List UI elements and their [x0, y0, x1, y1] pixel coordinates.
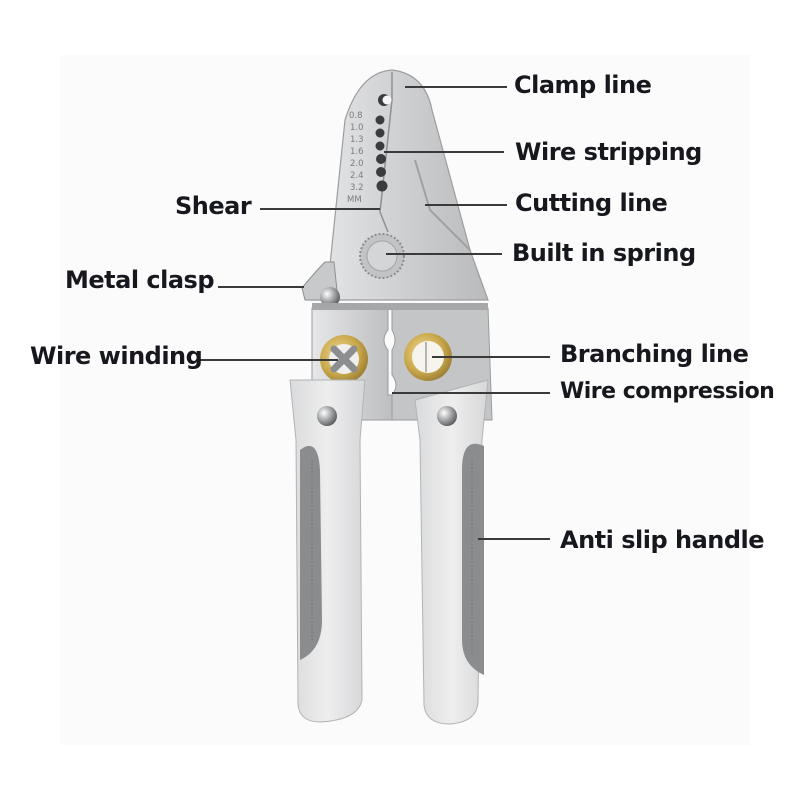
- leader-line-wire-compression: [392, 392, 550, 394]
- svg-text:2.4: 2.4: [350, 171, 364, 181]
- leader-line-cutting-line: [425, 204, 507, 206]
- leader-line-wire-winding: [198, 359, 338, 361]
- label-cutting-line: Cutting line: [515, 189, 668, 217]
- svg-text:1.0: 1.0: [350, 123, 364, 133]
- label-wire-winding: Wire winding: [30, 342, 203, 370]
- wire-winding-hole: [320, 335, 368, 383]
- left-handle: [289, 379, 366, 723]
- svg-text:0.8: 0.8: [349, 111, 363, 121]
- leader-line-shear: [260, 208, 380, 210]
- scale-markings: 0.8 1.0 1.3 1.6 2.0 2.4 3.2 MM: [347, 111, 364, 205]
- leader-line-branching-line: [432, 356, 550, 358]
- branching-hole: [404, 333, 452, 381]
- label-wire-stripping: Wire stripping: [515, 138, 702, 166]
- jaw-head: 0.8 1.0 1.3 1.6 2.0 2.4 3.2 MM: [301, 69, 489, 307]
- svg-text:3.2: 3.2: [350, 183, 364, 193]
- label-metal-clasp: Metal clasp: [65, 266, 215, 294]
- label-wire-compression: Wire compression: [560, 379, 775, 404]
- label-anti-slip-handle: Anti slip handle: [560, 526, 765, 554]
- svg-text:2.0: 2.0: [350, 159, 364, 169]
- svg-text:1.3: 1.3: [350, 135, 364, 145]
- leader-line-anti-slip-handle: [478, 538, 550, 540]
- svg-text:MM: MM: [347, 195, 362, 205]
- label-shear: Shear: [175, 192, 252, 220]
- leader-line-clamp-line: [405, 86, 507, 88]
- leader-line-built-in-spring: [386, 253, 502, 255]
- leader-line-wire-stripping: [384, 151, 504, 153]
- label-branching-line: Branching line: [560, 340, 749, 368]
- leader-line-metal-clasp: [218, 286, 304, 288]
- label-built-in-spring: Built in spring: [512, 239, 696, 267]
- spring-pivot: [359, 233, 405, 279]
- svg-text:1.6: 1.6: [350, 147, 364, 157]
- metal-clasp-part: [301, 261, 340, 307]
- right-handle: [414, 379, 489, 725]
- label-clamp-line: Clamp line: [514, 71, 652, 99]
